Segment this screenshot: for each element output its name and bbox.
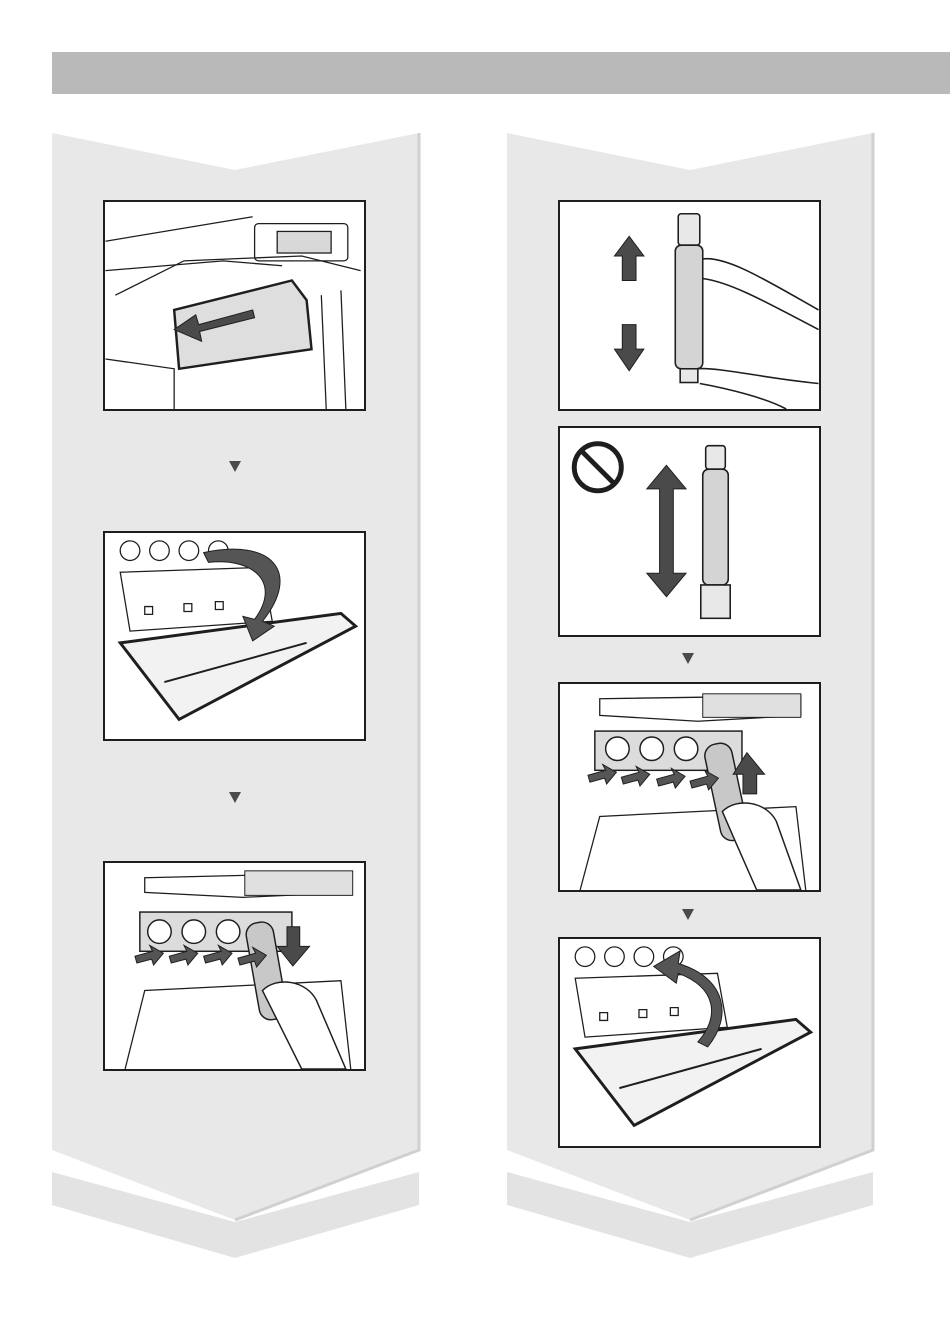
- down-arrow-icon: [614, 325, 643, 371]
- up-arrow-icon: [614, 236, 643, 280]
- illustration-open-front-cover: [103, 200, 366, 411]
- illustration-do-not-shake-lengthwise: [558, 426, 821, 637]
- triangle-down-icon: [229, 792, 241, 803]
- illustration-shake-toner-up-down: [558, 200, 821, 411]
- hand-icon: [722, 803, 800, 890]
- triangle-down-icon: [682, 909, 694, 920]
- hand-icon: [262, 982, 345, 1069]
- double-arrow-icon: [647, 465, 686, 596]
- illustration-insert-toner-cartridge: [558, 682, 821, 892]
- triangle-down-icon: [682, 653, 694, 664]
- prohibited-icon: [574, 444, 621, 491]
- illustration-remove-toner-cartridge: [103, 861, 366, 1071]
- illustration-front-cover-lowered: [103, 531, 366, 741]
- illustration-close-front-cover: [558, 937, 821, 1148]
- triangle-down-icon: [229, 461, 241, 472]
